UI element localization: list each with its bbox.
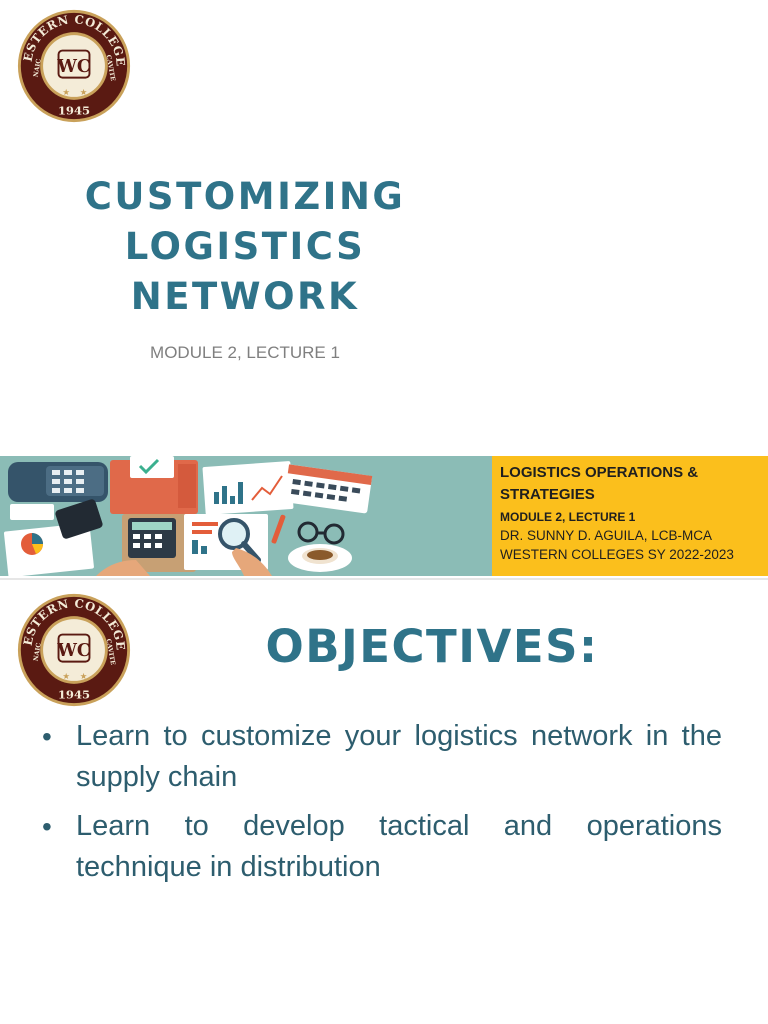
slide-divider <box>0 578 768 580</box>
seal-left-text: NAIC <box>33 58 43 77</box>
slide-title: CUSTOMIZING LOGISTICS NETWORK <box>80 172 410 322</box>
seal-star-left: ★ <box>62 672 70 682</box>
bullet-icon: • <box>42 721 52 752</box>
objective-text-1: Learn to customize your logistics networ… <box>76 720 722 793</box>
seal-star-left: ★ <box>62 88 70 98</box>
school-year: WESTERN COLLEGES SY 2022-2023 <box>500 547 734 562</box>
course-name: LOGISTICS OPERATIONS & STRATEGIES <box>500 464 699 503</box>
seal-right-text: CAVITE <box>105 638 117 666</box>
seal-year-text: 1945 <box>58 103 90 117</box>
seal-star-right: ★ <box>80 672 88 682</box>
course-banner: LOGISTICS OPERATIONS & STRATEGIES MODULE… <box>0 456 768 578</box>
bullet-icon: • <box>42 811 52 842</box>
title-line-1: CUSTOMIZING <box>84 175 406 218</box>
desk-illustration-icon <box>3 456 373 578</box>
seal-right-text: CAVITE <box>105 54 117 82</box>
instructor-name: DR. SUNNY D. AGUILA, LCB-MCA <box>500 528 713 543</box>
western-colleges-seal-logo: WESTERN COLLEGES 1945 NAIC CAVITE ★ ★ WC <box>16 8 131 123</box>
course-info-panel: LOGISTICS OPERATIONS & STRATEGIES MODULE… <box>492 456 768 576</box>
seal-star-right: ★ <box>80 88 88 98</box>
list-item: • Learn to develop tactical and operatio… <box>40 806 722 888</box>
slide-subtitle: MODULE 2, LECTURE 1 <box>150 343 340 362</box>
list-item: • Learn to customize your logistics netw… <box>40 716 722 798</box>
objectives-slide: WESTERN COLLEGES 1945 NAIC CAVITE ★ ★ WC… <box>0 580 768 1024</box>
seal-initials-text: WC <box>56 641 90 661</box>
objectives-list: • Learn to customize your logistics netw… <box>40 716 722 896</box>
seal-initials-text: WC <box>56 57 90 77</box>
objective-text-2: Learn to develop tactical and operations… <box>76 810 722 883</box>
course-module: MODULE 2, LECTURE 1 <box>500 510 636 524</box>
title-slide: WESTERN COLLEGES 1945 NAIC CAVITE ★ ★ WC… <box>0 8 768 578</box>
logistics-illustration <box>0 456 492 578</box>
objectives-heading: OBJECTIVES: <box>265 620 599 673</box>
title-line-2: LOGISTICS <box>124 225 366 268</box>
western-colleges-seal-logo: WESTERN COLLEGES 1945 NAIC CAVITE ★ ★ WC <box>16 592 131 707</box>
title-line-3: NETWORK <box>130 275 360 318</box>
seal-year-text: 1945 <box>58 687 90 701</box>
seal-left-text: NAIC <box>33 642 43 661</box>
